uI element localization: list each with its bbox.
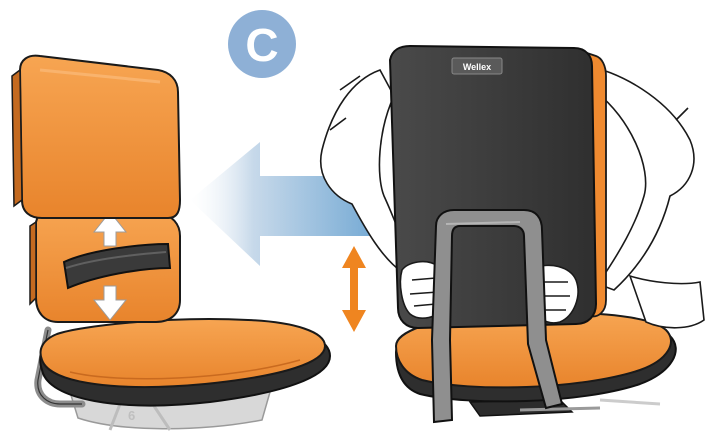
right-chair: Wellex bbox=[321, 46, 704, 422]
backrest-brand-text: Wellex bbox=[463, 62, 491, 72]
step-letter: C bbox=[245, 19, 278, 71]
step-c-badge: C bbox=[228, 10, 296, 78]
left-chair-backrest bbox=[12, 56, 180, 218]
left-chair-lumbar-pad bbox=[30, 208, 180, 322]
base-marking: 6 bbox=[128, 408, 135, 423]
left-chair: 6 bbox=[12, 56, 330, 430]
height-adjust-arrow bbox=[342, 246, 366, 332]
left-chair-seat bbox=[40, 319, 330, 405]
